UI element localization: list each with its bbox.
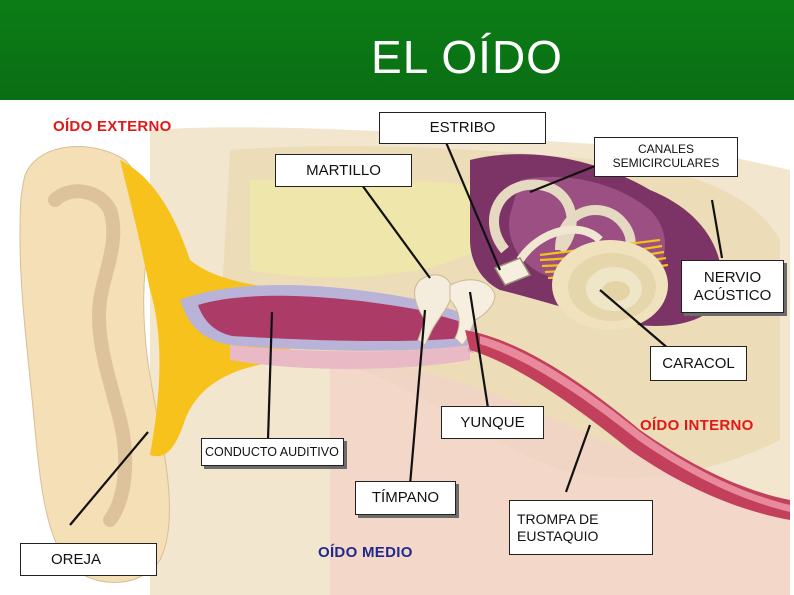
label-oreja: OREJA <box>20 543 157 576</box>
label-martillo-text: MARTILLO <box>306 161 381 179</box>
canal-wall <box>230 345 470 369</box>
label-conducto-auditivo: CONDUCTO AUDITIVO <box>201 438 344 466</box>
pointer-conducto <box>266 311 274 441</box>
auditory-canal <box>198 295 462 342</box>
label-oreja-text: OREJA <box>51 550 102 568</box>
pointer-timpano <box>408 309 427 486</box>
section-outer-ear: OÍDO EXTERNO <box>53 118 172 135</box>
pointer-lines <box>69 139 724 526</box>
pointer-estribo <box>443 139 502 271</box>
label-canales-semicirculares: CANALES SEMICIRCULARES <box>594 137 738 177</box>
semicircular-canal-3 <box>516 225 603 263</box>
title-banner: EL OÍDO <box>0 0 794 100</box>
label-trompa-line1: TROMPA DE <box>517 511 599 528</box>
label-trompa-eustaquio: TROMPA DE EUSTAQUIO <box>509 500 653 555</box>
eustachian-tube-inner <box>480 336 790 512</box>
pointer-yunque <box>468 291 490 409</box>
pointer-oreja <box>69 431 149 526</box>
pointer-martillo <box>361 184 431 279</box>
label-conducto-text: CONDUCTO AUDITIVO <box>205 444 339 459</box>
label-nervio-line1: NERVIO <box>703 269 762 287</box>
label-caracol-text: CARACOL <box>662 354 735 372</box>
label-yunque-text: YUNQUE <box>460 413 525 431</box>
label-estribo: ESTRIBO <box>379 112 546 144</box>
label-timpano: TÍMPANO <box>355 481 456 515</box>
pointer-trompa <box>564 424 592 493</box>
label-yunque: YUNQUE <box>441 406 544 439</box>
section-inner-ear: OÍDO INTERNO <box>640 417 754 434</box>
cochlea-core <box>602 281 630 301</box>
label-trompa-line2: EUSTAQUIO <box>517 527 599 544</box>
section-middle-ear: OÍDO MEDIO <box>318 544 413 561</box>
pointer-nervio <box>710 199 724 259</box>
label-nervio-acustico: NERVIO ACÚSTICO <box>681 260 784 313</box>
ear-diagram <box>19 127 790 595</box>
pointer-caracol <box>599 289 671 351</box>
label-canales-line1: CANALES <box>637 142 695 157</box>
label-caracol: CARACOL <box>650 346 747 381</box>
label-timpano-text: TÍMPANO <box>371 489 440 507</box>
label-estribo-text: ESTRIBO <box>429 119 496 137</box>
label-martillo: MARTILLO <box>275 154 412 187</box>
label-canales-line2: SEMICIRCULARES <box>612 156 720 170</box>
label-nervio-line2: ACÚSTICO <box>693 286 772 304</box>
ossicle-stirrup <box>493 257 532 286</box>
page-title: EL OÍDO <box>371 31 563 83</box>
